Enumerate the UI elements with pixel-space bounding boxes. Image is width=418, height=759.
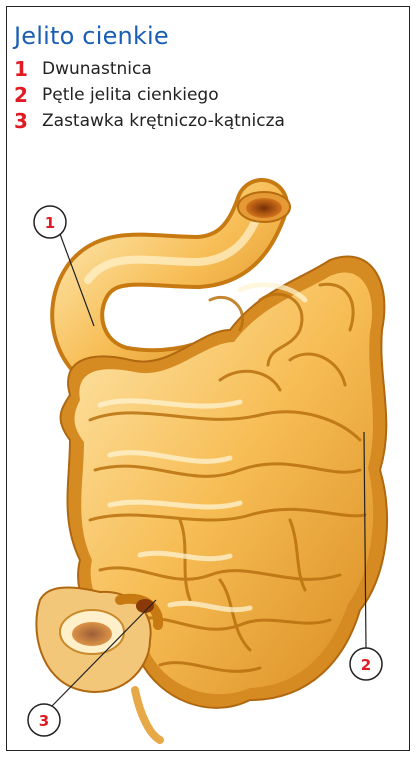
callout-3-number: 3 — [39, 712, 49, 730]
callout-1-number: 1 — [45, 214, 55, 232]
callout-2: 2 — [350, 648, 382, 680]
callout-2-number: 2 — [361, 656, 371, 674]
legend-number: 1 — [14, 57, 42, 81]
callout-1: 1 — [34, 206, 66, 238]
legend-number: 2 — [14, 83, 42, 107]
diagram-title: Jelito cienkie — [14, 22, 169, 50]
legend-item-loops: 2 Pętle jelita cienkiego — [14, 82, 285, 108]
callout-3: 3 — [28, 704, 60, 736]
legend-label: Pętle jelita cienkiego — [42, 85, 219, 105]
legend-number: 3 — [14, 109, 42, 133]
legend-item-ileocecal-valve: 3 Zastawka krętniczo-kątnicza — [14, 108, 285, 134]
legend-label: Zastawka krętniczo-kątnicza — [42, 111, 285, 131]
legend: 1 Dwunastnica 2 Pętle jelita cienkiego 3… — [14, 56, 285, 134]
legend-item-duodenum: 1 Dwunastnica — [14, 56, 285, 82]
legend-label: Dwunastnica — [42, 59, 152, 79]
